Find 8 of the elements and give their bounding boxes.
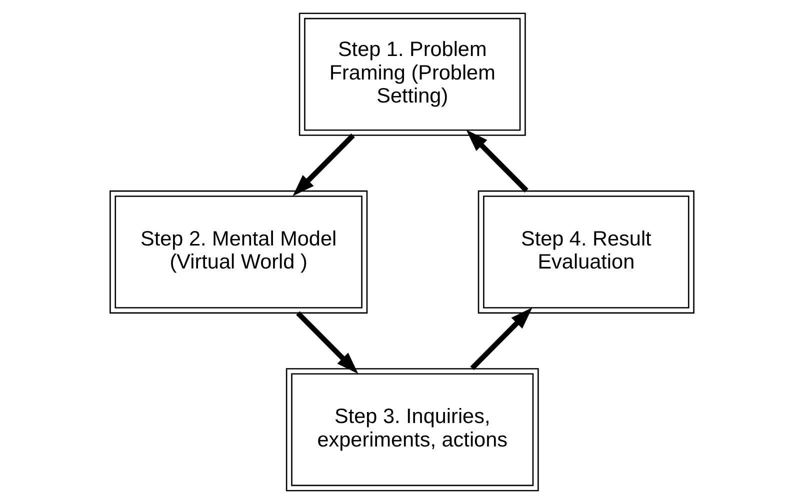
arrow [296,311,358,374]
node-box: Step 4. Result Evaluation [477,190,694,314]
arrow [292,134,354,196]
node-box: Step 3. Inquiries, experiments, actions [285,368,538,492]
node-box: Step 1. Problem Framing (Problem Setting) [298,12,526,136]
node-box: Step 2. Mental Model (Virtual World ) [109,190,368,314]
arrow [470,307,532,370]
arrow [466,130,528,192]
